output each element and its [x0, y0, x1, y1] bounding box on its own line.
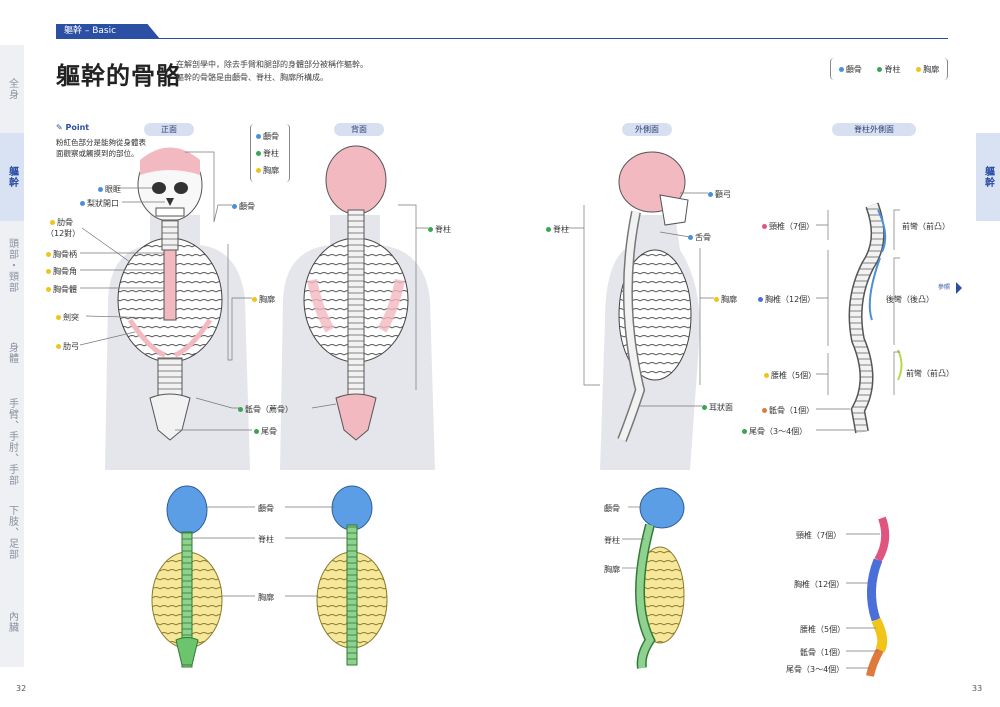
bottom-front-figure — [151, 485, 223, 668]
intro-line-2: 軀幹的骨骼是由顱骨、脊柱、胸廓所構成。 — [176, 73, 328, 82]
pill-front-view: 正面 — [144, 123, 194, 136]
pill-spine-side-view: 脊柱外側面 — [832, 123, 916, 136]
point-heading: ✎ Point — [56, 123, 90, 132]
label-back-curve: 後彎（後凸） — [886, 295, 934, 304]
front-view-figure — [105, 147, 250, 470]
label-ear-face: 耳狀面 — [702, 402, 733, 413]
label-coccyx-count: 尾骨（3～4個） — [742, 426, 807, 437]
pill-back-view: 背面 — [334, 123, 384, 136]
intro-text: 在解剖學中，除去手臂和腿部的身體部分被稱作軀幹。 軀幹的骨骼是由顱骨、脊柱、胸廓… — [176, 58, 368, 84]
intro-line-1: 在解剖學中，除去手臂和腿部的身體部分被稱作軀幹。 — [176, 60, 368, 69]
sidebar-tab-organs[interactable]: 內臟 — [0, 577, 24, 668]
label-thorax-front: 胸廓 — [252, 294, 275, 305]
page-title: 軀幹的骨骼 — [56, 62, 181, 90]
legend-spine: 脊柱 — [877, 64, 900, 75]
label-spine-back: 脊柱 — [428, 224, 451, 235]
bottom-label-lumbar: 腰椎（5個） — [800, 625, 846, 634]
sidebar-tab-arm[interactable]: 手臂、手肘、手部 — [0, 397, 24, 488]
label-nasal-aperture: 梨狀開口 — [80, 198, 119, 209]
label-hyoid: 舌骨 — [688, 232, 711, 243]
point-text: 粉紅色部分是能夠從身體表面觀察或觸摸到的部位。 — [56, 138, 146, 158]
page-number-left: 32 — [16, 684, 27, 693]
label-sternum-body: 胸骨體 — [46, 284, 77, 295]
label-zygomatic-arch: 顴弓 — [708, 189, 731, 200]
bottom-side-label-thorax: 胸廓 — [604, 565, 620, 574]
bottom-label-coccyx: 尾骨（3～4個） — [786, 665, 845, 674]
bottom-label-thoracic: 胸椎（12個） — [794, 580, 845, 589]
leader-lines — [79, 151, 900, 669]
bottom-label-thorax: 胸廓 — [258, 593, 274, 602]
label-thoracic: 胸椎（12個） — [758, 294, 815, 305]
sidebar-tab-head-neck[interactable]: 頭部・頸部 — [0, 221, 24, 310]
mini-legend: 顱骨 脊柱 胸廓 — [250, 124, 290, 182]
next-arrow-icon — [956, 282, 962, 294]
pill-side-view: 外側面 — [622, 123, 672, 136]
label-sacrum: 骶骨（薦骨） — [238, 404, 293, 415]
label-reference: 參照 — [938, 284, 951, 291]
label-cervical: 頸椎（7個） — [762, 221, 814, 232]
bottom-side-label-skull: 顱骨 — [604, 504, 620, 513]
header-rule — [56, 38, 948, 39]
color-legend: 顱骨 脊柱 胸廓 — [830, 58, 948, 80]
legend-skull: 顱骨 — [838, 64, 862, 75]
back-view-figure — [280, 145, 435, 470]
label-coccyx: 尾骨 — [254, 426, 277, 437]
page-number-right: 33 — [972, 684, 983, 693]
side-view-figure — [600, 151, 700, 470]
label-lumbar: 腰椎（5個） — [764, 370, 816, 381]
label-thorax-side: 胸廓 — [714, 294, 737, 305]
bottom-back-figure — [316, 485, 388, 666]
bottom-label-skull: 顱骨 — [258, 504, 274, 513]
spine-side-figure — [848, 202, 903, 434]
label-xiphoid: 劍突 — [56, 312, 79, 323]
section-tag: 軀幹 – Basic — [56, 24, 160, 39]
label-orbit: 眼眶 — [98, 184, 121, 195]
sidebar-tab-body[interactable]: 身體 — [0, 309, 24, 398]
sidebar-tab-trunk[interactable]: 軀幹 — [0, 133, 24, 222]
bottom-side-figure — [635, 487, 685, 669]
label-spine-side: 脊柱 — [546, 224, 569, 235]
label-skull-front: 顱骨 — [232, 201, 255, 212]
sidebar-tab-whole-body[interactable]: 全身 — [0, 45, 24, 134]
sidebar-right-tab-trunk[interactable]: 軀幹 — [976, 133, 1000, 222]
legend-thorax: 胸廓 — [916, 64, 939, 75]
label-rib-count: （12對） — [46, 229, 81, 238]
label-front-curve-2: 前彎（前凸） — [906, 369, 954, 378]
label-sternal-angle: 胸骨角 — [46, 266, 77, 277]
bottom-side-label-spine: 脊柱 — [604, 536, 620, 545]
label-rib: 肋骨 — [50, 217, 73, 228]
label-front-curve-1: 前彎（前凸） — [902, 222, 950, 231]
label-sacrum-count: 骶骨（1個） — [762, 405, 814, 416]
label-manubrium: 胸骨柄 — [46, 249, 77, 260]
bottom-label-sacrum: 骶骨（1個） — [800, 648, 846, 657]
bottom-label-spine: 脊柱 — [258, 535, 274, 544]
bottom-spine-figure — [866, 516, 890, 677]
label-costal-arch: 肋弓 — [56, 341, 79, 352]
bottom-label-cervical: 頸椎（7個） — [796, 531, 842, 540]
